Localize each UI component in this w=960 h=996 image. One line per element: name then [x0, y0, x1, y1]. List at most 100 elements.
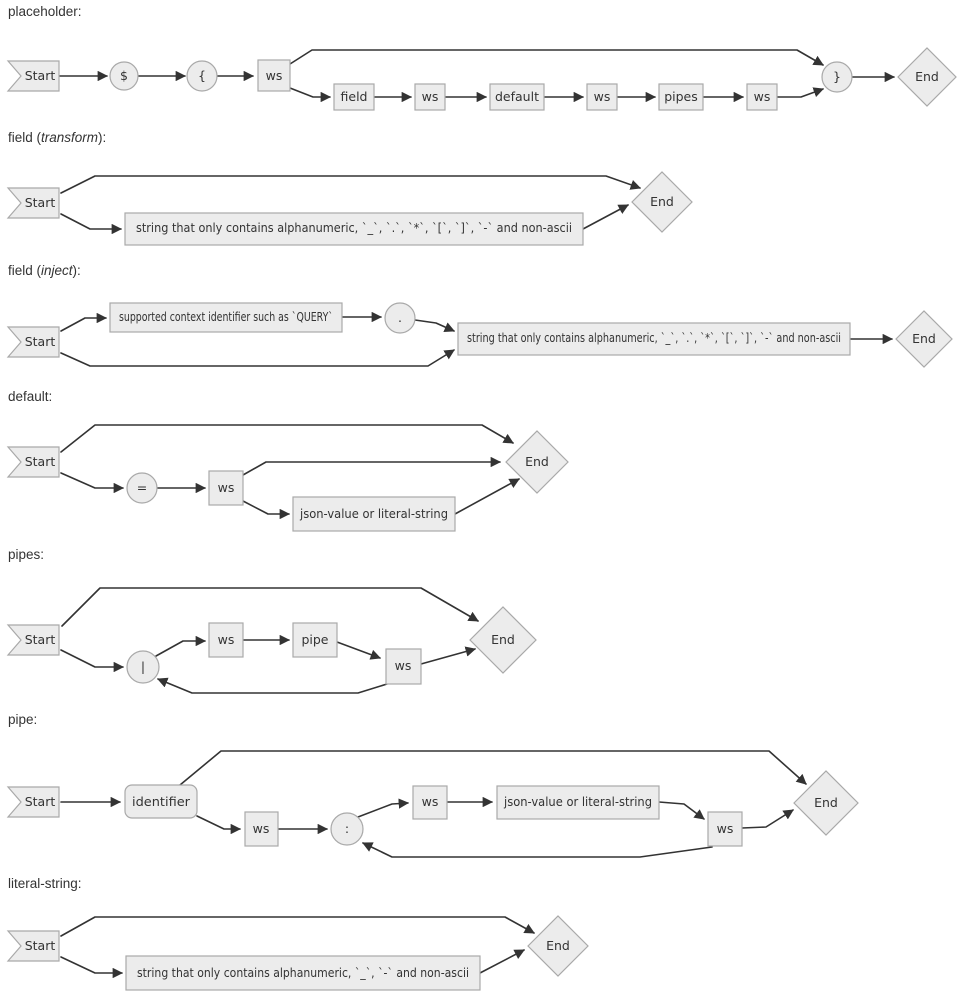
title-text: placeholder: — [8, 4, 82, 19]
start-shape — [6, 326, 60, 358]
string-node: string that only contains alphanumeric, … — [457, 322, 851, 356]
section-title-pipe: pipe: — [8, 712, 37, 727]
ws-box — [244, 811, 279, 847]
ws-label: ws — [218, 480, 235, 495]
ws-label: ws — [266, 68, 283, 83]
dot-node: . — [384, 302, 416, 334]
start-node: Start — [6, 930, 60, 962]
field-label: field — [341, 89, 368, 104]
start-label: Start — [25, 454, 56, 469]
ws-node: ws — [412, 785, 448, 820]
start-label: Start — [25, 68, 56, 83]
dot-label: . — [398, 310, 402, 325]
end-diamond — [793, 770, 859, 836]
string-box — [124, 212, 584, 246]
end-diamond — [469, 606, 537, 674]
equals-node: = — [126, 472, 158, 504]
start-node: Start — [6, 446, 60, 478]
edge-value-to-end — [454, 478, 520, 515]
rbrace-circle — [821, 61, 853, 93]
edge-identifier-bypass-to-end — [179, 750, 807, 786]
bar-label: | — [141, 659, 145, 674]
colon-label: : — [345, 821, 349, 836]
string-node: string that only contains alphanumeric, … — [124, 212, 584, 246]
ws-label: ws — [422, 794, 439, 809]
diagram-literal-string: Start string that only contains alphanum… — [6, 915, 589, 991]
dollar-node: $ — [109, 61, 139, 91]
end-node: End — [469, 606, 537, 674]
title-italic: inject — [41, 263, 73, 278]
ws-node: ws — [208, 622, 244, 658]
section-title-pipes: pipes: — [8, 547, 44, 562]
ws-label: ws — [218, 632, 235, 647]
end-label: End — [546, 938, 570, 953]
pipe-node: pipe — [292, 622, 338, 658]
identifier-box — [124, 784, 198, 819]
edge-bar-to-ws — [155, 635, 207, 657]
title-text: field ( — [8, 263, 42, 278]
start-label: Start — [25, 794, 56, 809]
edge-start-to-equals — [60, 472, 125, 494]
context-node: supported context identifier such as `QU… — [109, 302, 343, 333]
start-node: Start — [6, 326, 60, 358]
default-label: default — [495, 89, 539, 104]
ws-label: ws — [395, 658, 412, 673]
diagram-pipes: Start | ws pipe ws End — [6, 587, 537, 694]
pipe-label: pipe — [301, 632, 328, 647]
context-box — [109, 302, 343, 333]
edge-start-bypass-to-end — [60, 175, 641, 194]
colon-circle — [330, 812, 364, 846]
end-label: End — [525, 454, 549, 469]
diagram-field-inject: Start supported context identifier such … — [6, 302, 953, 368]
field-node: field — [333, 83, 375, 111]
edge-dot-to-string — [414, 319, 455, 332]
dollar-circle — [109, 61, 139, 91]
edge-ws-loop-to-bar — [157, 677, 388, 694]
start-node: Start — [6, 786, 60, 818]
ws-box — [412, 785, 448, 820]
pipes-node: pipes — [658, 83, 704, 111]
start-label: Start — [25, 938, 56, 953]
end-node: End — [895, 310, 953, 368]
identifier-label: identifier — [132, 794, 191, 809]
string-node: string that only contains alphanumeric, … — [125, 955, 481, 991]
edge-start-to-string — [60, 956, 124, 979]
section-title-placeholder: placeholder: — [8, 4, 82, 19]
value-label: json-value or literal-string — [299, 506, 448, 521]
section-title-field-transform: field (transform): — [8, 130, 106, 145]
ws-box — [414, 83, 446, 111]
title-italic: transform — [41, 130, 99, 145]
ws-node: ws — [257, 59, 291, 92]
edge-ws-to-end — [420, 646, 477, 665]
section-title-default: default: — [8, 389, 52, 404]
lbrace-label: { — [198, 68, 206, 83]
lbrace-circle — [186, 60, 218, 92]
ws-box — [208, 622, 244, 658]
start-shape — [6, 60, 60, 92]
value-node: json-value or literal-string — [496, 785, 660, 820]
ws-label: ws — [422, 89, 439, 104]
ws-node: ws — [385, 648, 422, 685]
start-node: Start — [6, 60, 60, 92]
title-text: literal-string: — [8, 876, 82, 891]
value-box — [292, 496, 456, 532]
ws-node: ws — [746, 83, 778, 111]
end-node: End — [793, 770, 859, 836]
ws-node: ws — [244, 811, 279, 847]
bar-circle — [126, 650, 160, 684]
start-label: Start — [25, 632, 56, 647]
end-label: End — [650, 194, 674, 209]
end-label: End — [912, 331, 936, 346]
lbrace-node: { — [186, 60, 218, 92]
pipe-box — [292, 622, 338, 658]
edge-start-to-context — [60, 312, 108, 332]
value-node: json-value or literal-string — [292, 496, 456, 532]
string-label: string that only contains alphanumeric, … — [467, 330, 841, 345]
title-text: pipe: — [8, 712, 38, 727]
string-box — [125, 955, 481, 991]
diagram-pipe: Start identifier ws : ws json-value or l… — [6, 750, 859, 858]
end-node: End — [897, 47, 957, 107]
ws-box — [385, 648, 422, 685]
start-shape — [6, 446, 60, 478]
